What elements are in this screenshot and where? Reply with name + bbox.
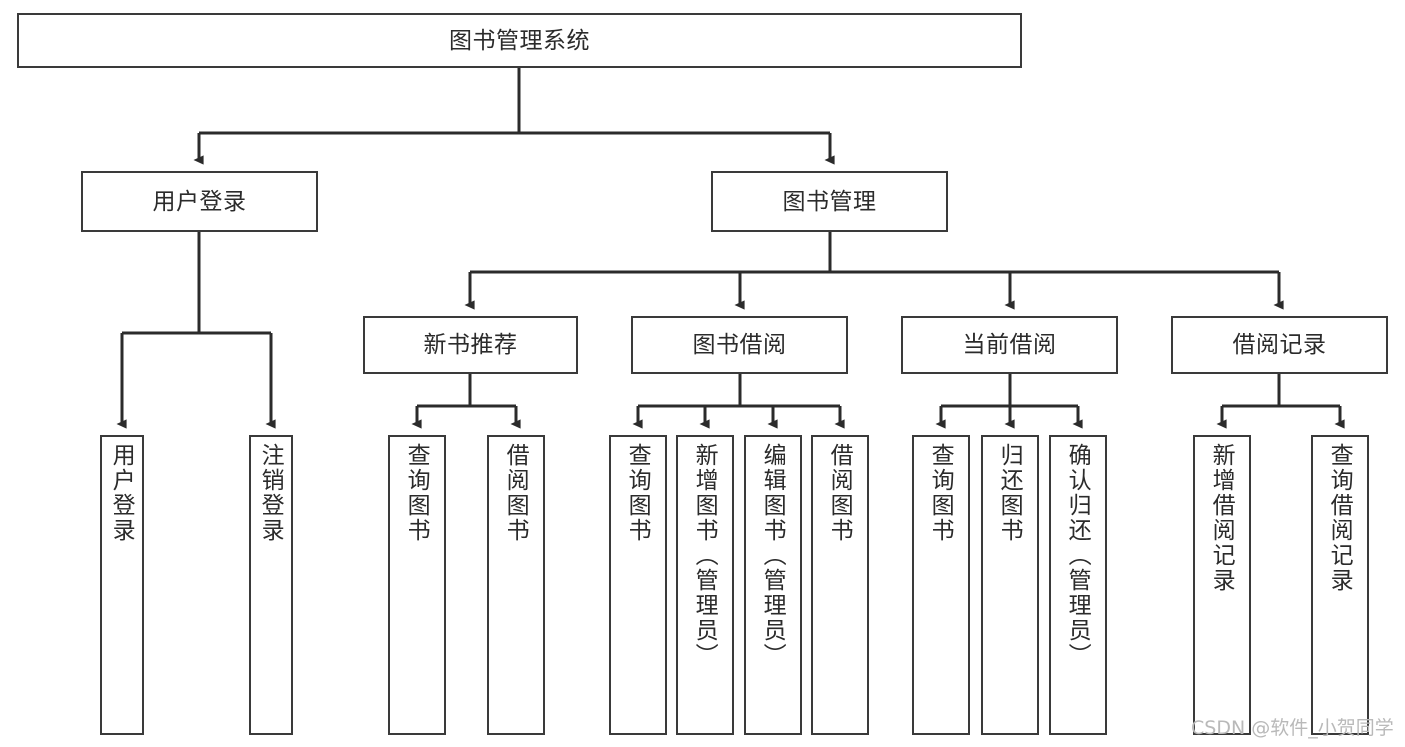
node-label: 查询图书 [928,443,955,543]
node-book-borrowing[interactable]: 图书借阅 [631,316,848,374]
node-label: 新增图书（管理员） [692,443,719,668]
leaf-add-borrow-record[interactable]: 新增借阅记录 [1193,435,1251,735]
node-borrowing-records[interactable]: 借阅记录 [1171,316,1388,374]
node-label: 查询图书 [404,443,431,543]
node-new-book-recommendation[interactable]: 新书推荐 [363,316,578,374]
node-label: 借阅图书 [827,443,854,543]
node-label: 图书借阅 [692,331,787,358]
leaf-confirm-return-admin[interactable]: 确认归还（管理员） [1049,435,1107,735]
node-label: 查询图书 [625,443,652,543]
leaf-borrow-books-recommendation[interactable]: 借阅图书 [487,435,545,735]
node-label: 编辑图书（管理员） [760,443,787,668]
node-user-login[interactable]: 用户登录 [81,171,318,232]
leaf-add-book-admin[interactable]: 新增图书（管理员） [676,435,734,735]
csdn-watermark: CSDN @软件_小贺同学 [1191,717,1394,739]
leaf-edit-book-admin[interactable]: 编辑图书（管理员） [744,435,802,735]
node-book-management[interactable]: 图书管理 [711,171,948,232]
node-root-library-system[interactable]: 图书管理系统 [17,13,1022,68]
node-current-borrowing[interactable]: 当前借阅 [901,316,1118,374]
node-label: 新增借阅记录 [1209,443,1236,593]
node-label: 注销登录 [258,443,285,543]
leaf-logout[interactable]: 注销登录 [249,435,293,735]
node-label: 当前借阅 [962,331,1057,358]
node-label: 借阅记录 [1232,331,1327,358]
node-label: 图书管理系统 [449,26,590,53]
node-label: 确认归还（管理员） [1065,443,1092,668]
node-label: 借阅图书 [503,443,530,543]
node-label: 查询借阅记录 [1327,443,1354,593]
node-label: 用户登录 [109,443,136,543]
node-label: 用户登录 [152,187,247,214]
leaf-borrow-book[interactable]: 借阅图书 [811,435,869,735]
leaf-search-books-current[interactable]: 查询图书 [912,435,970,735]
node-label: 新书推荐 [423,331,518,358]
leaf-return-book[interactable]: 归还图书 [981,435,1039,735]
leaf-user-login[interactable]: 用户登录 [100,435,144,735]
leaf-search-books-borrow[interactable]: 查询图书 [609,435,667,735]
node-label: 归还图书 [997,443,1024,543]
leaf-search-borrow-record[interactable]: 查询借阅记录 [1311,435,1369,735]
node-label: 图书管理 [782,187,877,214]
leaf-search-books-recommendation[interactable]: 查询图书 [388,435,446,735]
